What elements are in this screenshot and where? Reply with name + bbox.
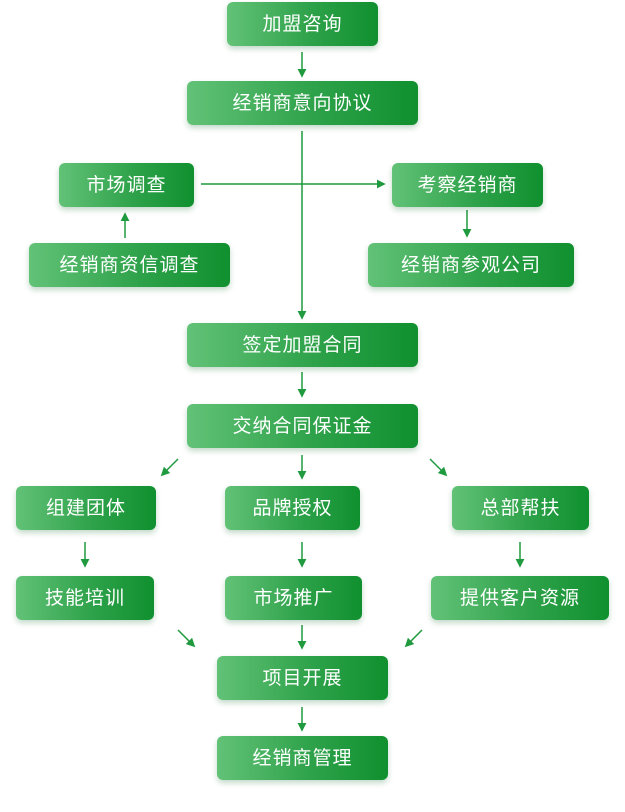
node-credit-survey: 经销商资信调查 [29,243,230,287]
node-sign: 签定加盟合同 [187,323,418,367]
arrow-deposit-to-support [429,458,448,477]
node-training: 技能培训 [16,576,154,620]
node-project: 项目开展 [217,656,388,700]
node-resources: 提供客户资源 [431,576,609,620]
node-brand: 品牌授权 [225,486,360,530]
node-promotion: 市场推广 [225,576,362,620]
node-management: 经销商管理 [217,736,388,780]
arrow-deposit-to-team [160,458,179,477]
node-market-survey: 市场调查 [59,163,194,207]
node-team: 组建团体 [16,486,156,530]
arrow-training-to-project [177,629,196,648]
node-inspect: 考察经销商 [392,163,543,207]
node-support: 总部帮扶 [452,486,589,530]
node-deposit: 交纳合同保证金 [187,404,418,448]
node-visit: 经销商参观公司 [368,243,574,287]
arrow-resources-to-project [404,629,423,648]
node-intent: 经销商意向协议 [187,81,418,125]
node-inquiry: 加盟咨询 [227,2,378,46]
